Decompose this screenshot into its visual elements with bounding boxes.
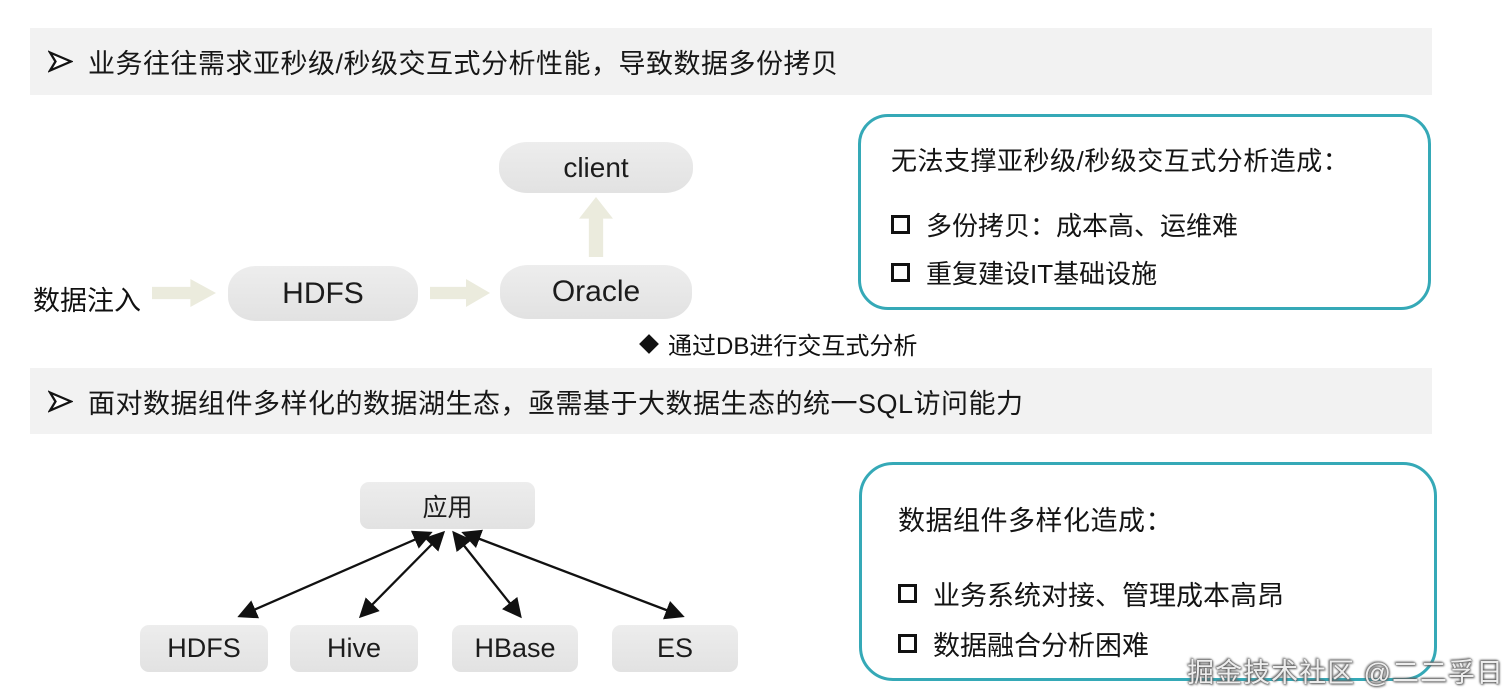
square-bullet-icon [891, 215, 910, 234]
section2-callout-item: 数据融合分析困难 [898, 624, 1398, 663]
diagram-node-hdfs-label: HDFS [167, 633, 241, 663]
section1-callout-item: 重复建设IT基础设施 [891, 254, 1398, 291]
square-bullet-icon [898, 584, 917, 603]
section1-callout-item: 多份拷贝：成本高、运维难 [891, 206, 1398, 243]
arrow-right-icon [152, 279, 216, 307]
diamond-bullet-icon [639, 333, 659, 354]
flow-source-label: 数据注入 [33, 286, 141, 316]
section1-callout-item-text: 重复建设IT基础设施 [926, 259, 1158, 289]
section1-callout: 无法支撑亚秒级/秒级交互式分析造成： 多份拷贝：成本高、运维难 重复建设IT基础… [858, 114, 1431, 310]
section2-callout-item-text: 业务系统对接、管理成本高昂 [933, 581, 1284, 611]
diagram-node-hbase: HBase [452, 625, 578, 672]
section1-heading-bar: 业务往往需求亚秒级/秒级交互式分析性能，导致数据多份拷贝 [30, 28, 1432, 95]
section2-callout-item-text: 数据融合分析困难 [933, 631, 1149, 661]
flow-node-hdfs-label: HDFS [282, 276, 364, 310]
arrow-right-icon [430, 279, 490, 307]
diagram-node-hive-label: Hive [326, 633, 381, 663]
diagram-node-es: ES [612, 625, 738, 672]
diagram-node-app: 应用 [360, 482, 535, 529]
diagram-node-hdfs: HDFS [140, 625, 268, 672]
flow-node-oracle: Oracle [500, 265, 692, 319]
fanout-arrows [237, 529, 685, 620]
section2-heading-bar: 面对数据组件多样化的数据湖生态，亟需基于大数据生态的统一SQL访问能力 [30, 368, 1432, 434]
section1-callout-item-text: 多份拷贝：成本高、运维难 [926, 211, 1239, 241]
arrowhead-bullet-icon [48, 50, 73, 73]
section1-heading: 业务往往需求亚秒级/秒级交互式分析性能，导致数据多份拷贝 [88, 49, 839, 79]
diagram-node-app-label: 应用 [422, 493, 473, 522]
arrowhead-bullet-icon [48, 389, 73, 413]
section1-callout-title: 无法支撑亚秒级/秒级交互式分析造成： [891, 146, 1350, 176]
square-bullet-icon [891, 263, 910, 282]
flow-note-text: 通过DB进行交互式分析 [668, 333, 918, 360]
diagram-node-es-label: ES [656, 633, 694, 663]
flow-node-client-label: client [563, 151, 629, 183]
watermark: 掘金技术社区 @二二孚日 [1187, 658, 1504, 688]
arrow-up-icon [579, 197, 613, 257]
section2-callout: 数据组件多样化造成： 业务系统对接、管理成本高昂 数据融合分析困难 [859, 462, 1437, 681]
diagram-node-hive: Hive [290, 625, 418, 672]
section2-callout-title: 数据组件多样化造成： [898, 506, 1173, 536]
flow-node-client: client [499, 142, 693, 193]
flow-node-hdfs: HDFS [228, 266, 418, 321]
flow-note: 通过DB进行交互式分析 [639, 326, 918, 361]
section2-callout-item: 业务系统对接、管理成本高昂 [898, 574, 1398, 613]
diagram-node-hbase-label: HBase [474, 633, 556, 663]
flow-node-oracle-label: Oracle [551, 275, 641, 308]
section2-heading: 面对数据组件多样化的数据湖生态，亟需基于大数据生态的统一SQL访问能力 [88, 388, 1024, 419]
square-bullet-icon [898, 634, 917, 653]
